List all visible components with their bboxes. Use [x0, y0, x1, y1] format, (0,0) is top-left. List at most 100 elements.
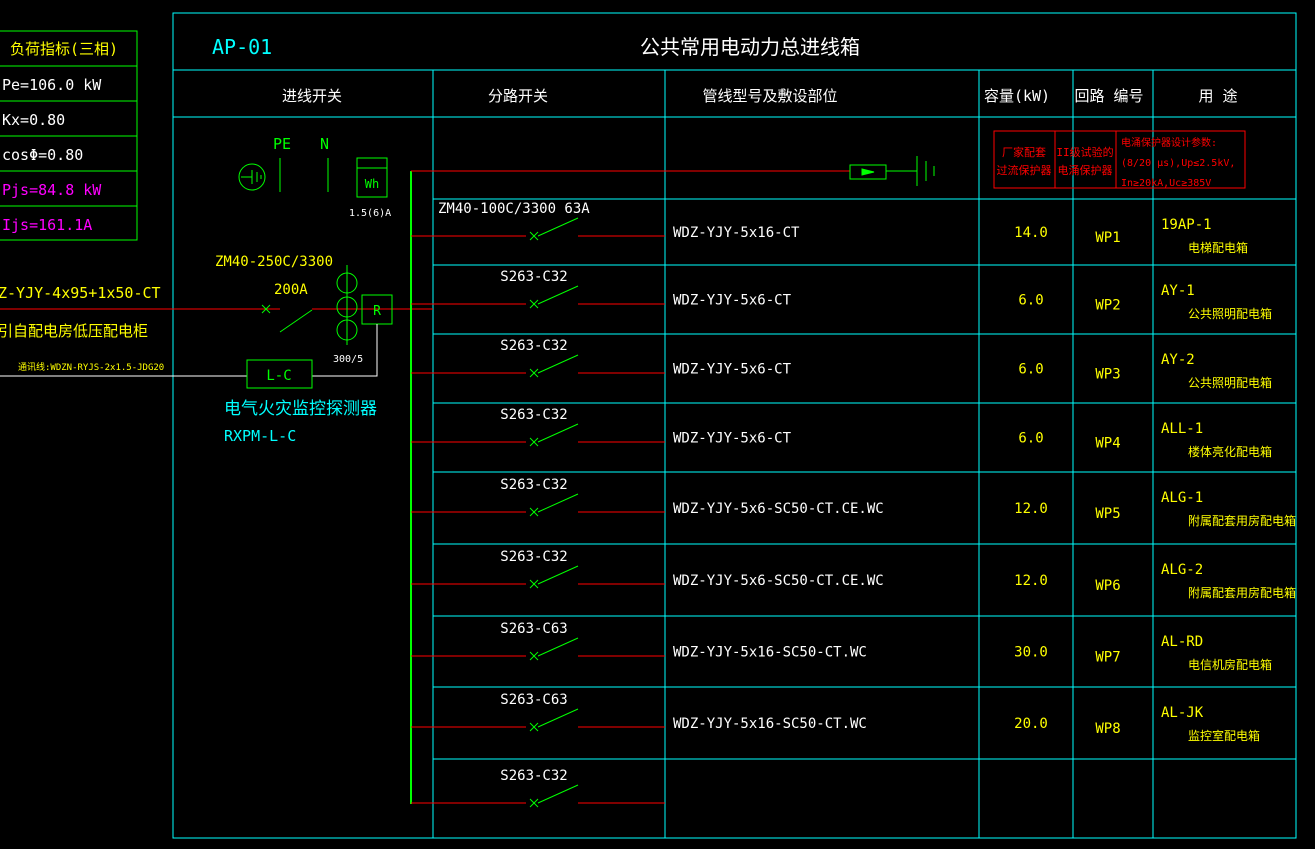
- incoming-cable: Z-YJY-4x95+1x50-CT: [0, 284, 161, 302]
- branch-cable: WDZ-YJY-5x6-SC50-CT.CE.WC: [673, 573, 884, 589]
- branch-breaker-model: S263-C32: [500, 768, 567, 784]
- surge-protector-icon: [849, 156, 935, 186]
- header-cable: 管线型号及敷设部位: [702, 87, 837, 105]
- branch-capacity: 6.0: [1018, 431, 1043, 447]
- ct-ratio: 300/5: [333, 354, 363, 365]
- branch-purpose: 电信机房配电箱: [1188, 657, 1272, 672]
- branch-breaker-icon: [529, 507, 539, 517]
- branch-breaker-icon: [529, 299, 539, 309]
- detector-box-label: L-C: [266, 368, 291, 384]
- branch-breaker-blade: [537, 708, 579, 728]
- pe-label: PE: [273, 135, 291, 153]
- branch-breaker-blade: [537, 285, 579, 305]
- branch-destination: ALG-1: [1161, 490, 1203, 506]
- branch-breaker-model: S263-C32: [500, 269, 567, 285]
- branch-breaker-icon: [529, 437, 539, 447]
- branch-capacity: 6.0: [1018, 362, 1043, 378]
- branch-circuit-id: WP1: [1095, 230, 1120, 246]
- branch-breaker-model: S263-C32: [500, 477, 567, 493]
- branch-cable: WDZ-YJY-5x6-CT: [673, 293, 792, 309]
- branch-breaker-blade: [537, 217, 579, 237]
- branch-destination: ALG-2: [1161, 562, 1203, 578]
- branch-breaker-blade: [537, 354, 579, 374]
- branch-destination: AY-2: [1161, 352, 1195, 368]
- spd-note-c-3: In≥20kA,Uc≥385V: [1121, 178, 1211, 189]
- ground-symbol-icon: [238, 158, 329, 192]
- branch-capacity: 6.0: [1018, 293, 1043, 309]
- branch-destination: AY-1: [1161, 283, 1195, 299]
- branch-purpose: 电梯配电箱: [1188, 240, 1248, 255]
- branch-destination: AL-JK: [1161, 705, 1204, 721]
- branch-breaker-blade: [537, 565, 579, 585]
- spd-note-c-1: 电涌保护器设计参数:: [1121, 136, 1217, 149]
- branch-cable: WDZ-YJY-5x16-SC50-CT.WC: [673, 716, 867, 732]
- branch-circuit-id: WP5: [1095, 506, 1120, 522]
- branch-destination: 19AP-1: [1161, 217, 1212, 233]
- panel-name: 公共常用电动力总进线箱: [640, 35, 860, 59]
- branch-breaker-model: S263-C32: [500, 407, 567, 423]
- branch-circuit-id: WP3: [1095, 367, 1120, 383]
- detector-name: 电气火灾监控探测器: [224, 399, 377, 419]
- incoming-source: 引自配电房低压配电柜: [0, 322, 148, 340]
- branch-breaker-model: S263-C63: [500, 692, 567, 708]
- detector-box-icon: [246, 359, 313, 389]
- branch-capacity: 20.0: [1014, 716, 1048, 732]
- branch-breaker-model: S263-C63: [500, 621, 567, 637]
- energy-meter-icon: [356, 157, 388, 198]
- branch-circuit-id: WP7: [1095, 650, 1120, 666]
- spd-note-b-2: 电涌保护器: [1058, 163, 1113, 177]
- meter-label: Wh: [365, 177, 379, 191]
- branch-cable: WDZ-YJY-5x16-CT: [673, 225, 800, 241]
- cos-value: cosΦ=0.80: [2, 146, 83, 164]
- branch-breaker-icon: [529, 231, 539, 241]
- branch-breaker-icon: [529, 798, 539, 808]
- branch-capacity: 30.0: [1014, 645, 1048, 661]
- branch-circuit-id: WP2: [1095, 298, 1120, 314]
- header-circuit: 回路 编号: [1074, 87, 1143, 105]
- circuit-rows: ZM40-100C/3300 63A WDZ-YJY-5x16-CT 14.0 WP1…: [411, 201, 1296, 808]
- branch-breaker-icon: [529, 368, 539, 378]
- branch-breaker-icon: [529, 722, 539, 732]
- branch-cable: WDZ-YJY-5x6-SC50-CT.CE.WC: [673, 501, 884, 517]
- branch-breaker-icon: [529, 579, 539, 589]
- ijs-value: Ijs=161.1A: [2, 216, 92, 234]
- spd-notes: [993, 130, 1246, 189]
- panel-code: AP-01: [212, 35, 272, 59]
- header-branch: 分路开关: [488, 87, 548, 105]
- branch-breaker-blade: [537, 493, 579, 513]
- branch-breaker-blade: [537, 784, 579, 804]
- detector-link-line: [312, 324, 378, 377]
- load-table-title: 负荷指标(三相): [10, 40, 118, 58]
- main-breaker-model: ZM40-250C/3300: [215, 254, 333, 270]
- kx-value: Kx=0.80: [2, 111, 65, 129]
- branch-circuit-id: WP6: [1095, 578, 1120, 594]
- branch-breaker-blade: [537, 423, 579, 443]
- header-incoming: 进线开关: [282, 87, 342, 105]
- pe-value: Pe=106.0 kW: [2, 76, 102, 94]
- current-transformer-icon: [336, 265, 358, 345]
- branch-cable: WDZ-YJY-5x6-CT: [673, 362, 792, 378]
- spd-note-a-1: 厂家配套: [1002, 145, 1046, 159]
- branch-breaker-model: ZM40-100C/3300 63A: [438, 201, 590, 217]
- meter-rating: 1.5(6)A: [349, 208, 391, 219]
- n-label: N: [320, 135, 329, 153]
- branch-circuit-id: WP4: [1095, 436, 1120, 452]
- branch-capacity: 12.0: [1014, 501, 1048, 517]
- branch-capacity: 12.0: [1014, 573, 1048, 589]
- main-grid: [172, 12, 1297, 839]
- branch-cable: WDZ-YJY-5x16-SC50-CT.WC: [673, 645, 867, 661]
- detector-model: RXPM-L-C: [224, 427, 296, 445]
- branch-purpose: 附属配套用房配电箱: [1188, 513, 1296, 528]
- branch-purpose: 监控室配电箱: [1188, 728, 1260, 743]
- branch-breaker-blade: [537, 637, 579, 657]
- branch-destination: ALL-1: [1161, 421, 1203, 437]
- main-breaker-rating: 200A: [274, 282, 308, 298]
- spd-note-c-2: (8/20 μs),Up≤2.5kV,: [1121, 158, 1235, 169]
- branch-purpose: 公共照明配电箱: [1188, 375, 1272, 390]
- branch-destination: AL-RD: [1161, 634, 1203, 650]
- header-purpose: 用 途: [1198, 87, 1237, 105]
- branch-breaker-icon: [529, 651, 539, 661]
- branch-capacity: 14.0: [1014, 225, 1048, 241]
- branch-breaker-model: S263-C32: [500, 338, 567, 354]
